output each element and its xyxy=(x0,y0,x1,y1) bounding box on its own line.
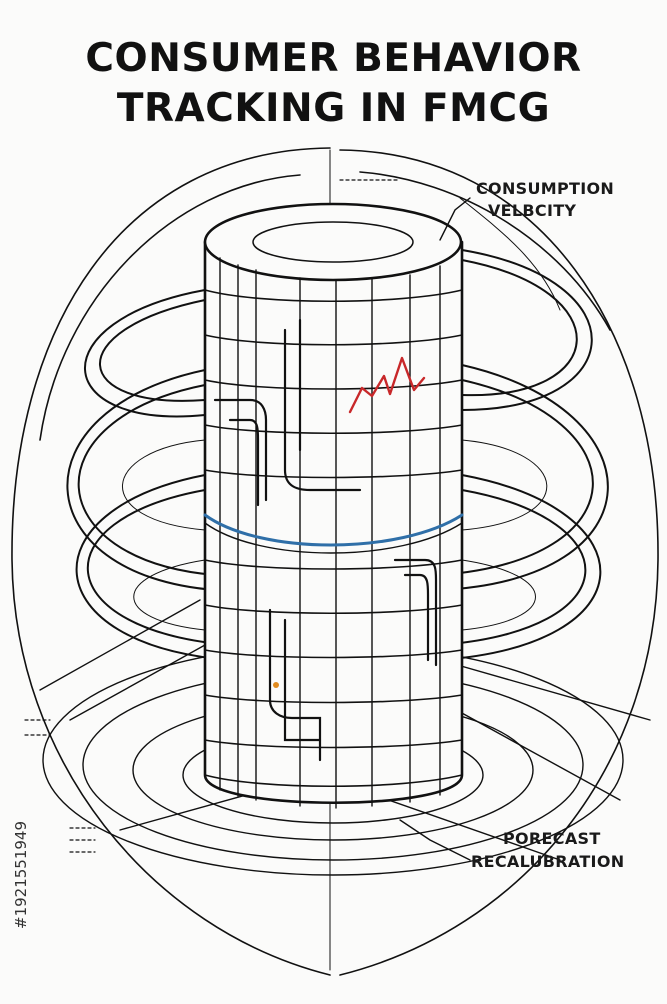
inner-orbit-lines xyxy=(122,439,548,631)
label-velocity: VELBCITY xyxy=(488,201,577,220)
dash-marks xyxy=(24,179,401,853)
label-forecast: PORECAST xyxy=(503,829,601,848)
circuit-paths xyxy=(213,318,438,762)
leader-lines xyxy=(399,197,471,861)
stock-id-watermark: #1921551949 xyxy=(12,821,30,930)
cylinder xyxy=(203,202,464,809)
title-line-2: TRACKING IN FMCG xyxy=(116,86,551,131)
title-line-1: CONSUMER BEHAVIOR xyxy=(85,36,582,81)
blue-band xyxy=(203,513,464,547)
orbit-bands xyxy=(66,249,609,661)
data-marker-dot xyxy=(273,682,279,688)
velocity-spike-line xyxy=(348,356,426,414)
label-recalibration: RECALUBRATION xyxy=(471,852,625,871)
cylinder-grid-rows xyxy=(204,289,463,788)
label-consumption: CONSUMPTION xyxy=(476,179,615,198)
